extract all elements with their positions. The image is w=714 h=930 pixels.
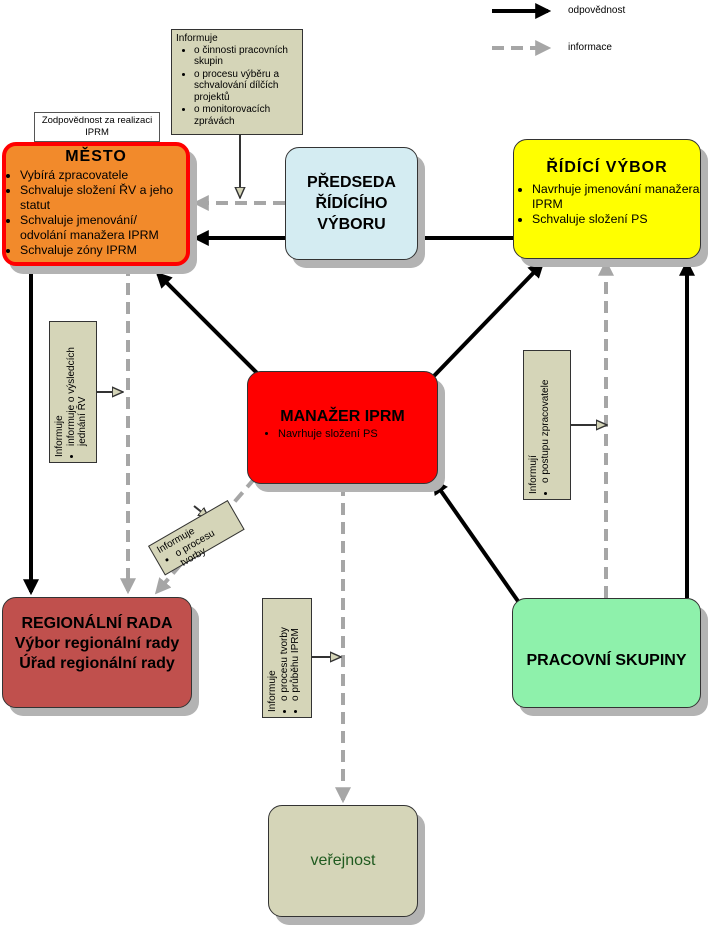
list-item: Navrhuje jmenování manažera IPRM — [532, 182, 700, 212]
node-manazer-title: MANAŽER IPRM — [280, 408, 405, 425]
node-regionalni-line2: Výbor regionální rady — [14, 635, 180, 652]
note-left: Informuje informuje o výsledcích jednání… — [49, 321, 97, 463]
note-list: o postupu zpracovatele — [540, 356, 552, 494]
list-item: informuje o výsledcích jednání ŘV — [66, 327, 89, 446]
note-heading: Informuje — [54, 415, 65, 457]
list-item: o procesu tvorby — [279, 604, 291, 701]
node-verejnost: veřejnost — [268, 805, 418, 917]
list-item: Schvaluje složení ŘV a jeho statut — [20, 183, 186, 213]
note-heading: Informuje — [267, 670, 278, 712]
node-manazer: MANAŽER IPRM Navrhuje složení PS — [247, 371, 438, 484]
arrow-pracovni-to-manazer — [432, 478, 522, 606]
note-top: Informuje o činnosti pracovních skupin o… — [171, 29, 303, 135]
note-list: informuje o výsledcích jednání ŘV — [66, 327, 89, 457]
node-predseda-title: PŘEDSEDA ŘÍDÍCÍHO VÝBORU — [307, 174, 396, 233]
arrow-manazer-to-ridici — [430, 261, 545, 380]
list-item: Vybírá zpracovatele — [20, 168, 186, 183]
node-ridici-list: Navrhuje jmenování manažera IPRM Schvalu… — [514, 182, 700, 227]
node-mesto-title: MĚSTO — [65, 148, 127, 165]
legend-responsibility-label: odpovědnost — [568, 5, 626, 16]
note-list: o procesu tvorby o průběhu IPRM — [279, 604, 302, 712]
legend-information-label: informace — [568, 42, 612, 53]
node-regionalni-rada: REGIONÁLNÍ RADA Výbor regionální rady Úř… — [2, 597, 192, 708]
arrow-manazer-info-to-regionalni — [154, 476, 257, 595]
list-item: o procesu výběru a schvalování dílčích p… — [194, 69, 298, 104]
note-list: o činnosti pracovních skupin o procesu v… — [176, 45, 298, 128]
list-item: o činnosti pracovních skupin — [194, 45, 298, 68]
node-mesto: MĚSTO Vybírá zpracovatele Schvaluje slož… — [2, 142, 190, 266]
list-item: Schvaluje zóny IPRM — [20, 243, 186, 258]
arrow-manazer-to-mesto — [155, 271, 264, 380]
note-right: Informují o postupu zpracovatele — [523, 350, 571, 500]
node-pracovni-skupiny: PRACOVNÍ SKUPINY — [512, 598, 701, 708]
list-item: o monitorovacích zprávách — [194, 104, 298, 127]
list-item: Navrhuje složení PS — [278, 428, 437, 441]
node-pracovni-title: PRACOVNÍ SKUPINY — [526, 651, 687, 669]
list-item: Schvaluje složení PS — [532, 212, 700, 227]
node-mesto-list: Vybírá zpracovatele Schvaluje složení ŘV… — [6, 168, 186, 258]
list-item: o průběhu IPRM — [290, 604, 302, 701]
note-heading: Informují — [528, 455, 539, 494]
list-item: Schvaluje jmenování/ odvolání manažera I… — [20, 213, 186, 243]
node-ridici-title: ŘÍDÍCÍ VÝBOR — [546, 159, 668, 176]
list-item: o postupu zpracovatele — [540, 356, 552, 483]
note-heading: Informuje — [176, 33, 218, 44]
node-regionalni-title: REGIONÁLNÍ RADA — [21, 615, 173, 632]
note-middle: Informuje o procesu tvorby o průběhu IPR… — [262, 598, 312, 718]
node-verejnost-label: veřejnost — [310, 852, 376, 869]
node-ridici-vybor: ŘÍDÍCÍ VÝBOR Navrhuje jmenování manažera… — [513, 139, 701, 259]
node-predseda: PŘEDSEDA ŘÍDÍCÍHO VÝBORU — [285, 147, 418, 260]
note-zodpovednost: Zodpovědnost za realizaci IPRM — [34, 112, 160, 142]
node-regionalni-line3: Úřad regionální rady — [19, 655, 175, 672]
node-manazer-list: Navrhuje složení PS — [248, 428, 437, 441]
